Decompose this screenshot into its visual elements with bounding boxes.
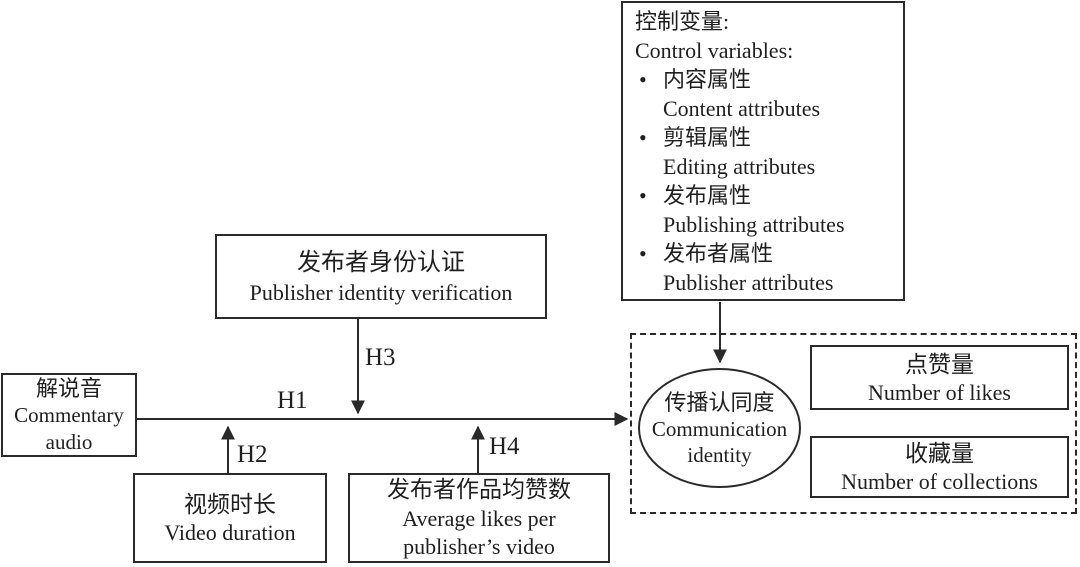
control-variable-item-editing-en: Editing attributes (663, 154, 816, 179)
control-variable-item-publishing-en: Publishing attributes (663, 212, 845, 237)
control-variable-item-content-zh: • 内容属性 (635, 65, 897, 94)
item-label: 内容属性 (663, 67, 752, 92)
item-label: 剪辑属性 (663, 125, 752, 150)
control-variables-title-zh: 控制变量: (635, 9, 730, 34)
commentary-audio-box: 解说音 Commentary audio (1, 373, 137, 457)
hypothesis-h3-label: H3 (365, 344, 396, 371)
bullet-icon: • (639, 67, 647, 92)
number-of-collections-label-en: Number of collections (841, 469, 1038, 494)
hypothesis-h4-label: H4 (489, 433, 520, 460)
number-of-likes-box: 点赞量 Number of likes (810, 345, 1069, 410)
hypothesis-h2-label: H2 (237, 441, 268, 468)
bullet-icon: • (639, 183, 647, 208)
publisher-identity-verification-label-en: Publisher identity verification (249, 279, 513, 305)
control-variable-item-publisher-en: Publisher attributes (663, 270, 834, 295)
item-label: 发布属性 (663, 183, 752, 208)
communication-identity-label-en-line2: identity (687, 442, 752, 467)
control-variable-item-editing-zh: • 剪辑属性 (635, 123, 897, 152)
bullet-icon: • (639, 125, 647, 150)
publisher-identity-verification-label-zh: 发布者身份认证 (297, 249, 465, 276)
number-of-likes-label-zh: 点赞量 (905, 351, 974, 377)
video-duration-box: 视频时长 Video duration (133, 473, 327, 563)
bullet-icon: • (639, 241, 647, 266)
item-label: 发布者属性 (663, 241, 774, 266)
average-likes-box: 发布者作品均赞数 Average likes per publisher’s v… (348, 473, 610, 563)
communication-identity-label-zh: 传播认同度 (664, 389, 775, 415)
commentary-audio-label-en-line1: Commentary (14, 402, 124, 427)
average-likes-label-zh: 发布者作品均赞数 (387, 477, 571, 502)
average-likes-label-en-line1: Average likes per (402, 506, 556, 531)
publisher-identity-verification-box: 发布者身份认证 Publisher identity verification (215, 234, 547, 319)
control-variables-box: 控制变量: Control variables: • 内容属性 Content a… (621, 1, 905, 301)
commentary-audio-label-en-line2: audio (45, 429, 93, 454)
hypothesis-h1-label: H1 (277, 387, 308, 414)
outcome-dashed-region (630, 333, 1077, 514)
control-variable-item-publishing-zh: • 发布属性 (635, 181, 897, 210)
control-variable-item-content-en: Content attributes (663, 96, 821, 121)
control-variable-item-publisher-zh: • 发布者属性 (635, 239, 897, 268)
communication-identity-ellipse: 传播认同度 Communication identity (638, 368, 801, 488)
video-duration-label-en: Video duration (164, 520, 296, 545)
control-variables-title-en: Control variables: (635, 38, 794, 63)
number-of-collections-box: 收藏量 Number of collections (810, 436, 1069, 498)
number-of-collections-label-zh: 收藏量 (905, 441, 974, 466)
average-likes-label-en-line2: publisher’s video (403, 534, 555, 559)
commentary-audio-label-zh: 解说音 (35, 375, 102, 401)
communication-identity-label-en-line1: Communication (651, 416, 788, 441)
number-of-likes-label-en: Number of likes (868, 379, 1011, 405)
video-duration-label-zh: 视频时长 (184, 492, 276, 517)
